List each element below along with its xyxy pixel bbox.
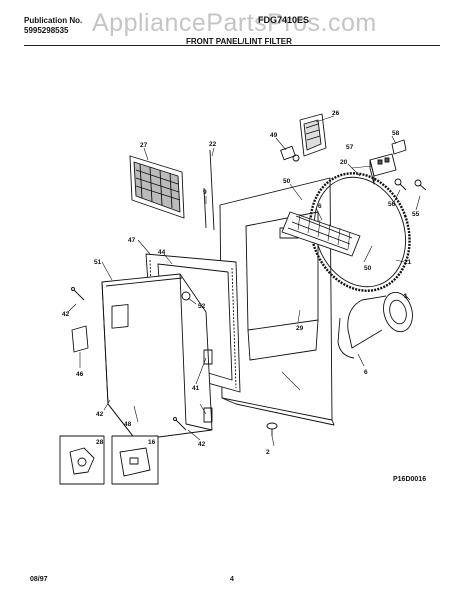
callout-2: 2 bbox=[266, 449, 270, 456]
callout-28: 28 bbox=[96, 439, 104, 446]
part-door-knob bbox=[181, 291, 191, 301]
publication-number: 5995298535 bbox=[24, 26, 69, 35]
section-title: FRONT PANEL/LINT FILTER bbox=[186, 37, 292, 46]
part-plate bbox=[391, 139, 407, 155]
callout-47: 47 bbox=[128, 237, 136, 244]
watermark: AppliancePartsPros.com bbox=[92, 9, 377, 37]
callout-42-mid: 42 bbox=[96, 411, 104, 418]
callout-1: 1 bbox=[404, 293, 408, 300]
inset-16 bbox=[111, 435, 159, 485]
inset-28 bbox=[59, 435, 105, 485]
part-foot bbox=[266, 422, 278, 436]
part-hinge bbox=[203, 349, 213, 423]
part-handle bbox=[71, 325, 89, 353]
callout-27: 27 bbox=[140, 142, 148, 149]
callout-29: 29 bbox=[296, 325, 304, 332]
callout-22: 22 bbox=[209, 141, 217, 148]
part-drum-seal bbox=[309, 172, 411, 292]
callout-56: 56 bbox=[388, 201, 396, 208]
footer-date: 08/97 bbox=[30, 576, 48, 583]
part-door-panel bbox=[101, 273, 213, 441]
model-number: FDG7410ES bbox=[258, 15, 310, 25]
callout-20: 20 bbox=[340, 159, 348, 166]
callout-42-bottom: 42 bbox=[198, 441, 206, 448]
callout-48: 48 bbox=[124, 421, 132, 428]
callout-46: 46 bbox=[76, 371, 84, 378]
callout-50-lower: 50 bbox=[364, 265, 372, 272]
part-lint-housing bbox=[299, 113, 327, 157]
callout-6-upper: 6 bbox=[318, 203, 322, 210]
callout-52: 52 bbox=[198, 303, 206, 310]
part-terminal-block bbox=[369, 153, 397, 185]
part-switch bbox=[280, 145, 300, 162]
callout-9: 9 bbox=[203, 189, 207, 196]
diagram-reference-code: P16D0016 bbox=[393, 476, 427, 483]
page-number: 4 bbox=[230, 576, 234, 583]
callout-49: 49 bbox=[270, 132, 278, 139]
part-bracket bbox=[203, 149, 215, 231]
callout-51: 51 bbox=[94, 259, 102, 266]
callout-44: 44 bbox=[158, 249, 166, 256]
part-screw bbox=[394, 178, 427, 191]
callout-6-lower: 6 bbox=[364, 369, 368, 376]
callout-41: 41 bbox=[192, 385, 200, 392]
part-baffle bbox=[281, 211, 361, 257]
leader-lines bbox=[67, 115, 421, 447]
callout-21: 21 bbox=[404, 259, 412, 266]
callout-57: 57 bbox=[346, 144, 354, 151]
callout-labels: 26 49 58 57 20 27 22 9 50 6 56 55 47 44 … bbox=[62, 110, 420, 456]
publication-label: Publication No. bbox=[24, 16, 83, 25]
callout-58: 58 bbox=[392, 130, 400, 137]
callout-50-upper: 50 bbox=[283, 178, 291, 185]
part-exhaust-duct bbox=[337, 291, 413, 359]
callout-16: 16 bbox=[148, 439, 156, 446]
callout-55: 55 bbox=[412, 211, 420, 218]
header-rule bbox=[24, 45, 440, 46]
callout-42-left: 42 bbox=[62, 311, 70, 318]
part-screw-small bbox=[71, 287, 187, 431]
part-lint-screen bbox=[129, 155, 185, 219]
callout-26: 26 bbox=[332, 110, 340, 117]
